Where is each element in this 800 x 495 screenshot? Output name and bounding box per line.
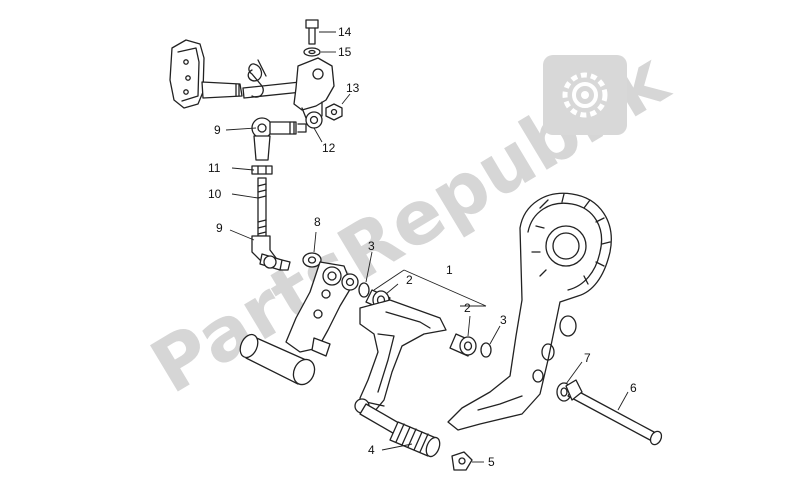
washer-15 bbox=[303, 47, 321, 57]
callout-5: 5 bbox=[488, 455, 495, 469]
callout-3-left: 3 bbox=[368, 239, 375, 253]
callout-2-left: 2 bbox=[406, 273, 413, 287]
callout-2-right: 2 bbox=[464, 301, 471, 315]
leader-lines bbox=[225, 31, 629, 463]
callout-1: 1 bbox=[446, 263, 453, 277]
callout-labels: 14 15 13 9 12 11 10 9 8 3 1 2 2 3 7 6 4 … bbox=[208, 25, 637, 469]
callout-15: 15 bbox=[338, 45, 352, 59]
footrest-bracket bbox=[447, 192, 612, 431]
ball-joint-9-lower bbox=[251, 235, 291, 271]
circlip-3-right bbox=[480, 342, 492, 358]
selector-lever-12 bbox=[293, 57, 335, 129]
bolt-5 bbox=[451, 451, 473, 471]
callout-6: 6 bbox=[630, 381, 637, 395]
callout-8: 8 bbox=[314, 215, 321, 229]
callout-10: 10 bbox=[208, 187, 222, 201]
ball-joint-9-upper bbox=[251, 117, 307, 161]
callout-13: 13 bbox=[346, 81, 360, 95]
callout-14: 14 bbox=[338, 25, 352, 39]
gearbox-shaft-assembly bbox=[169, 39, 303, 109]
nut-13 bbox=[325, 103, 343, 121]
screw-14 bbox=[305, 19, 319, 45]
bushing-2-right bbox=[449, 333, 477, 357]
gear-icon bbox=[543, 55, 627, 135]
bushing-8 bbox=[302, 252, 322, 268]
callout-12: 12 bbox=[322, 141, 336, 155]
callout-9-lower: 9 bbox=[216, 221, 223, 235]
long-bolt-6 bbox=[565, 379, 663, 446]
circlip-3-left bbox=[358, 282, 370, 298]
nut-11 bbox=[251, 165, 273, 175]
gear-lever-1 bbox=[354, 299, 447, 437]
callout-3-right: 3 bbox=[500, 313, 507, 327]
callout-4: 4 bbox=[368, 443, 375, 457]
mounting-plate-left bbox=[239, 261, 359, 386]
foot-peg-rubber-4 bbox=[389, 421, 441, 458]
callout-9-upper: 9 bbox=[214, 123, 221, 137]
threaded-rod-10 bbox=[257, 177, 267, 237]
callout-11: 11 bbox=[208, 161, 221, 175]
callout-7: 7 bbox=[584, 351, 591, 365]
